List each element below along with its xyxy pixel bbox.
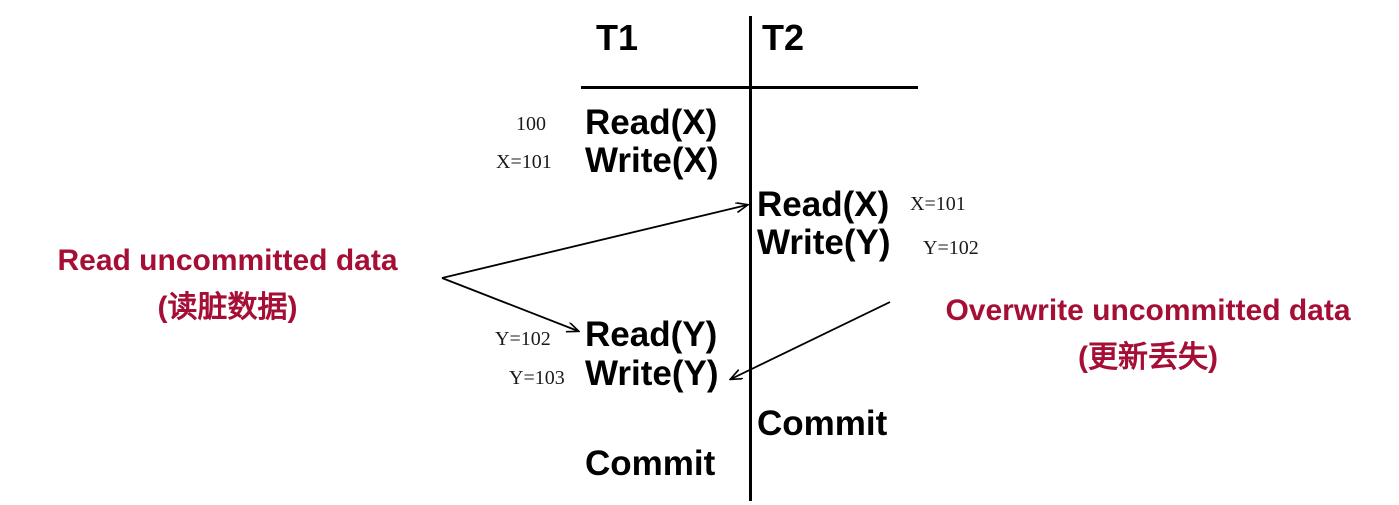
callout-read-uncommitted-line1: Read uncommitted data bbox=[57, 244, 398, 277]
t1-operation-commit: Commit bbox=[585, 444, 716, 483]
callout-overwrite-uncommitted: Overwrite uncommitted data (更新丢失) bbox=[908, 288, 1388, 381]
arrow-lost-update-to-t1-write bbox=[731, 301, 891, 379]
callout-read-uncommitted-chinese: 读脏数据 bbox=[167, 289, 288, 325]
t1-value-4: Y=103 bbox=[509, 367, 565, 389]
t2-operation-commit: Commit bbox=[757, 404, 888, 443]
paren-close: ) bbox=[1208, 340, 1218, 374]
t2-value-1: X=101 bbox=[910, 193, 966, 215]
column-header-t2: T2 bbox=[762, 17, 805, 58]
paren-open: ( bbox=[1078, 340, 1088, 374]
t2-operation-read-x: Read(X) bbox=[757, 185, 890, 224]
callout-overwrite-uncommitted-line2: (更新丢失) bbox=[908, 335, 1388, 382]
paren-close: ) bbox=[287, 290, 298, 324]
t1-value-3: Y=102 bbox=[495, 328, 551, 350]
paren-open: ( bbox=[157, 290, 168, 324]
t2-value-2: Y=102 bbox=[923, 237, 979, 259]
t1-value-1: 100 bbox=[516, 113, 546, 135]
t1-value-2: X=101 bbox=[496, 151, 552, 173]
header-underline bbox=[581, 86, 918, 89]
column-divider-line bbox=[749, 16, 752, 501]
t1-operation-write-x: Write(X) bbox=[585, 141, 719, 180]
column-header-t1: T1 bbox=[596, 17, 639, 58]
t2-operation-write-y: Write(Y) bbox=[757, 223, 891, 262]
t1-operation-write-y: Write(Y) bbox=[585, 354, 719, 393]
t1-operation-read-y: Read(Y) bbox=[585, 315, 718, 354]
t1-operation-read-x: Read(X) bbox=[585, 103, 718, 142]
callout-overwrite-uncommitted-chinese: 更新丢失 bbox=[1088, 339, 1208, 375]
callout-overwrite-uncommitted-line1: Overwrite uncommitted data bbox=[945, 294, 1351, 327]
callout-read-uncommitted: Read uncommitted data (读脏数据) bbox=[25, 238, 430, 331]
callout-read-uncommitted-line2: (读脏数据) bbox=[25, 285, 430, 332]
arrow-dirty-read-to-t2-read bbox=[441, 205, 747, 279]
arrow-dirty-read-to-t1-read bbox=[441, 277, 578, 331]
